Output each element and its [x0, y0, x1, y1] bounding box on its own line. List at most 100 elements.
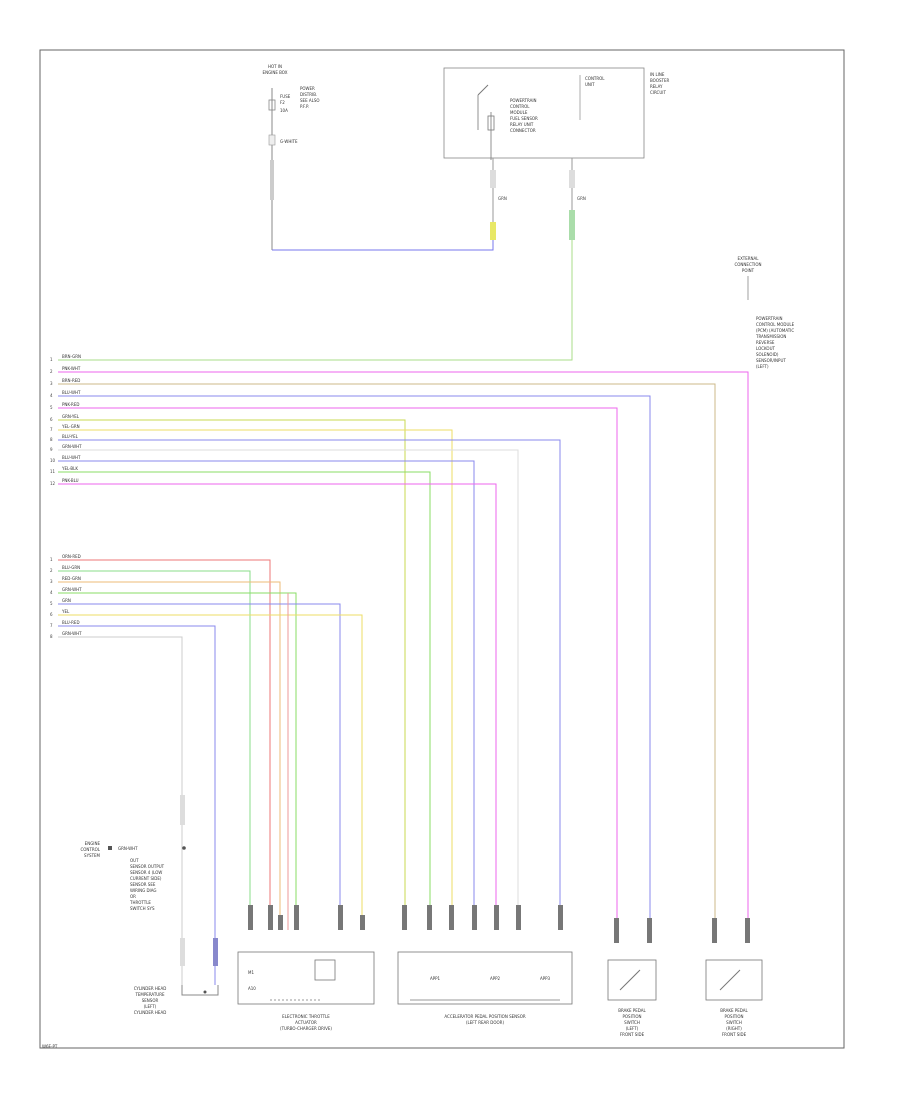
svg-text:SOLENOID): SOLENOID)	[756, 352, 779, 357]
svg-text:SENSOR OUTPUT: SENSOR OUTPUT	[130, 864, 165, 869]
svg-text:BLU-YEL: BLU-YEL	[62, 434, 79, 439]
switch-icon	[719, 969, 741, 991]
relay-pin-right	[569, 170, 575, 188]
fuse-icon	[268, 99, 276, 111]
svg-text:PNK-RED: PNK-RED	[62, 402, 79, 407]
sensor-symbol	[181, 985, 219, 996]
svg-text:WIRING DIAG: WIRING DIAG	[130, 888, 156, 893]
brake-pedal-switch-left: BRAKE PEDAL POSITION SWITCH (LEFT) FRONT…	[607, 918, 657, 1037]
upper-bus: 1 BRN-GRN 2 PNK-WHT 3 BRN-RED 4 BLU-WHT …	[50, 240, 749, 930]
svg-text:GRN-WHT: GRN-WHT	[62, 444, 82, 449]
splice-icon	[108, 846, 112, 850]
svg-text:(LEFT): (LEFT)	[756, 364, 769, 369]
svg-text:ELECTRONIC THROTTLE: ELECTRONIC THROTTLE	[282, 1014, 330, 1019]
svg-text:BLU-GRN: BLU-GRN	[62, 565, 80, 570]
svg-text:DISTRIB.: DISTRIB.	[300, 92, 317, 97]
svg-text:5: 5	[50, 601, 53, 606]
svg-text:RELAY: RELAY	[650, 84, 663, 89]
svg-text:BOOSTER: BOOSTER	[650, 78, 669, 83]
svg-text:POINT: POINT	[742, 268, 755, 273]
svg-text:(RIGHT): (RIGHT)	[726, 1026, 742, 1031]
svg-text:GRN-WHT: GRN-WHT	[62, 587, 82, 592]
svg-text:CONTROL: CONTROL	[80, 847, 100, 852]
svg-text:10A: 10A	[280, 108, 288, 113]
svg-text:GRN: GRN	[577, 196, 586, 201]
svg-text:(LEFT): (LEFT)	[626, 1026, 639, 1031]
svg-text:OR: OR	[130, 894, 136, 899]
svg-text:FRONT SIDE: FRONT SIDE	[722, 1032, 747, 1037]
svg-text:5: 5	[50, 405, 53, 410]
svg-text:YEL-GRN: YEL-GRN	[61, 424, 80, 429]
svg-text:UNIT: UNIT	[585, 82, 595, 87]
svg-text:POWERTRAIN: POWERTRAIN	[510, 98, 537, 103]
svg-text:SWITCH: SWITCH	[726, 1020, 742, 1025]
accelerator-pedal-position-sensor: APP1 APP2 APP3 ACCELERATOR PEDAL POSITIO…	[397, 905, 573, 1025]
svg-text:8: 8	[50, 634, 53, 639]
fuse-block: HOT IN ENGINE BOX FUSE F2 10A POWER DIST…	[263, 64, 320, 250]
svg-text:REVERSE: REVERSE	[756, 340, 775, 345]
svg-text:9: 9	[50, 447, 53, 452]
svg-text:SENSOR SEE: SENSOR SEE	[130, 882, 156, 887]
brake-pedal-switch-right: BRAKE PEDAL POSITION SWITCH (RIGHT) FRON…	[705, 918, 763, 1037]
svg-text:10: 10	[50, 458, 56, 463]
svg-text:(LEFT REAR DOOR): (LEFT REAR DOOR)	[466, 1020, 505, 1025]
svg-text:GRN: GRN	[498, 196, 507, 201]
motor-icon	[314, 959, 336, 981]
svg-text:CONTROL: CONTROL	[510, 104, 530, 109]
svg-text:EXTERNAL: EXTERNAL	[738, 256, 760, 261]
relay-pin-left	[490, 170, 496, 188]
svg-text:FUEL SENSOR: FUEL SENSOR	[510, 116, 538, 121]
svg-text:4: 4	[50, 590, 53, 595]
diagram-code: W6E-PT	[42, 1044, 58, 1049]
svg-text:POWER: POWER	[300, 86, 315, 91]
svg-text:YEL: YEL	[61, 609, 70, 614]
svg-text:GRN: GRN	[62, 598, 71, 603]
relay-module: POWERTRAIN CONTROL MODULE FUEL SENSOR RE…	[443, 67, 669, 250]
svg-text:2: 2	[50, 369, 53, 374]
svg-text:POSITION: POSITION	[622, 1014, 641, 1019]
svg-text:IN LINE: IN LINE	[650, 72, 665, 77]
svg-text:6: 6	[50, 612, 53, 617]
svg-text:TEMPERATURE: TEMPERATURE	[134, 992, 165, 997]
svg-text:APP3: APP3	[540, 976, 551, 981]
connector-icon	[268, 134, 276, 146]
svg-text:1: 1	[50, 557, 53, 562]
relay-switch-icon	[477, 84, 489, 96]
svg-text:GRN-WHT: GRN-WHT	[62, 631, 82, 636]
svg-text:BRN-RED: BRN-RED	[62, 378, 80, 383]
svg-text:YEL-BLK: YEL-BLK	[61, 466, 78, 471]
svg-text:THROTTLE: THROTTLE	[129, 900, 151, 905]
svg-text:FRONT SIDE: FRONT SIDE	[620, 1032, 645, 1037]
wire-fuse-relay	[272, 240, 494, 251]
wire-tag	[270, 160, 274, 200]
svg-text:CONNECTION: CONNECTION	[734, 262, 761, 267]
svg-text:GRN-WHT: GRN-WHT	[118, 846, 138, 851]
svg-text:TRANSMISSION: TRANSMISSION	[755, 334, 786, 339]
svg-text:7: 7	[50, 427, 53, 432]
svg-text:1: 1	[50, 357, 53, 362]
svg-text:8: 8	[50, 437, 53, 442]
svg-text:F2: F2	[280, 100, 285, 105]
svg-text:12: 12	[50, 481, 56, 486]
svg-text:CIRCUIT: CIRCUIT	[650, 90, 666, 95]
svg-text:SENSOR 4 (LOW: SENSOR 4 (LOW	[130, 870, 162, 875]
electronic-throttle-actuator: M1 A10 ELECTRONIC THROTTLE ACTUATOR (TUR…	[237, 905, 375, 1031]
svg-text:BRAKE PEDAL: BRAKE PEDAL	[720, 1008, 748, 1013]
svg-text:CONNECTOR: CONNECTOR	[510, 128, 536, 133]
svg-text:MODULE: MODULE	[510, 110, 528, 115]
svg-text:G-WHITE: G-WHITE	[280, 139, 298, 144]
svg-text:POSITION: POSITION	[724, 1014, 743, 1019]
relay-coil-icon	[487, 115, 495, 131]
lower-bus: 1 ORN-RED 2 BLU-GRN 3 RED-GRN 4 GRN-WHT …	[50, 554, 363, 985]
svg-text:ACCELERATOR PEDAL POSITION SEN: ACCELERATOR PEDAL POSITION SENSOR	[444, 1014, 525, 1019]
svg-text:HOT IN: HOT IN	[268, 64, 282, 69]
svg-text:LOCKOUT: LOCKOUT	[756, 346, 776, 351]
svg-text:OUT: OUT	[130, 858, 139, 863]
svg-text:APP1: APP1	[430, 976, 441, 981]
svg-text:BLU-WHT: BLU-WHT	[62, 390, 81, 395]
svg-text:6: 6	[50, 417, 53, 422]
svg-text:SWITCH SYS: SWITCH SYS	[130, 906, 155, 911]
svg-text:P.F.P.: P.F.P.	[300, 104, 309, 109]
svg-text:(LEFT): (LEFT)	[144, 1004, 157, 1009]
